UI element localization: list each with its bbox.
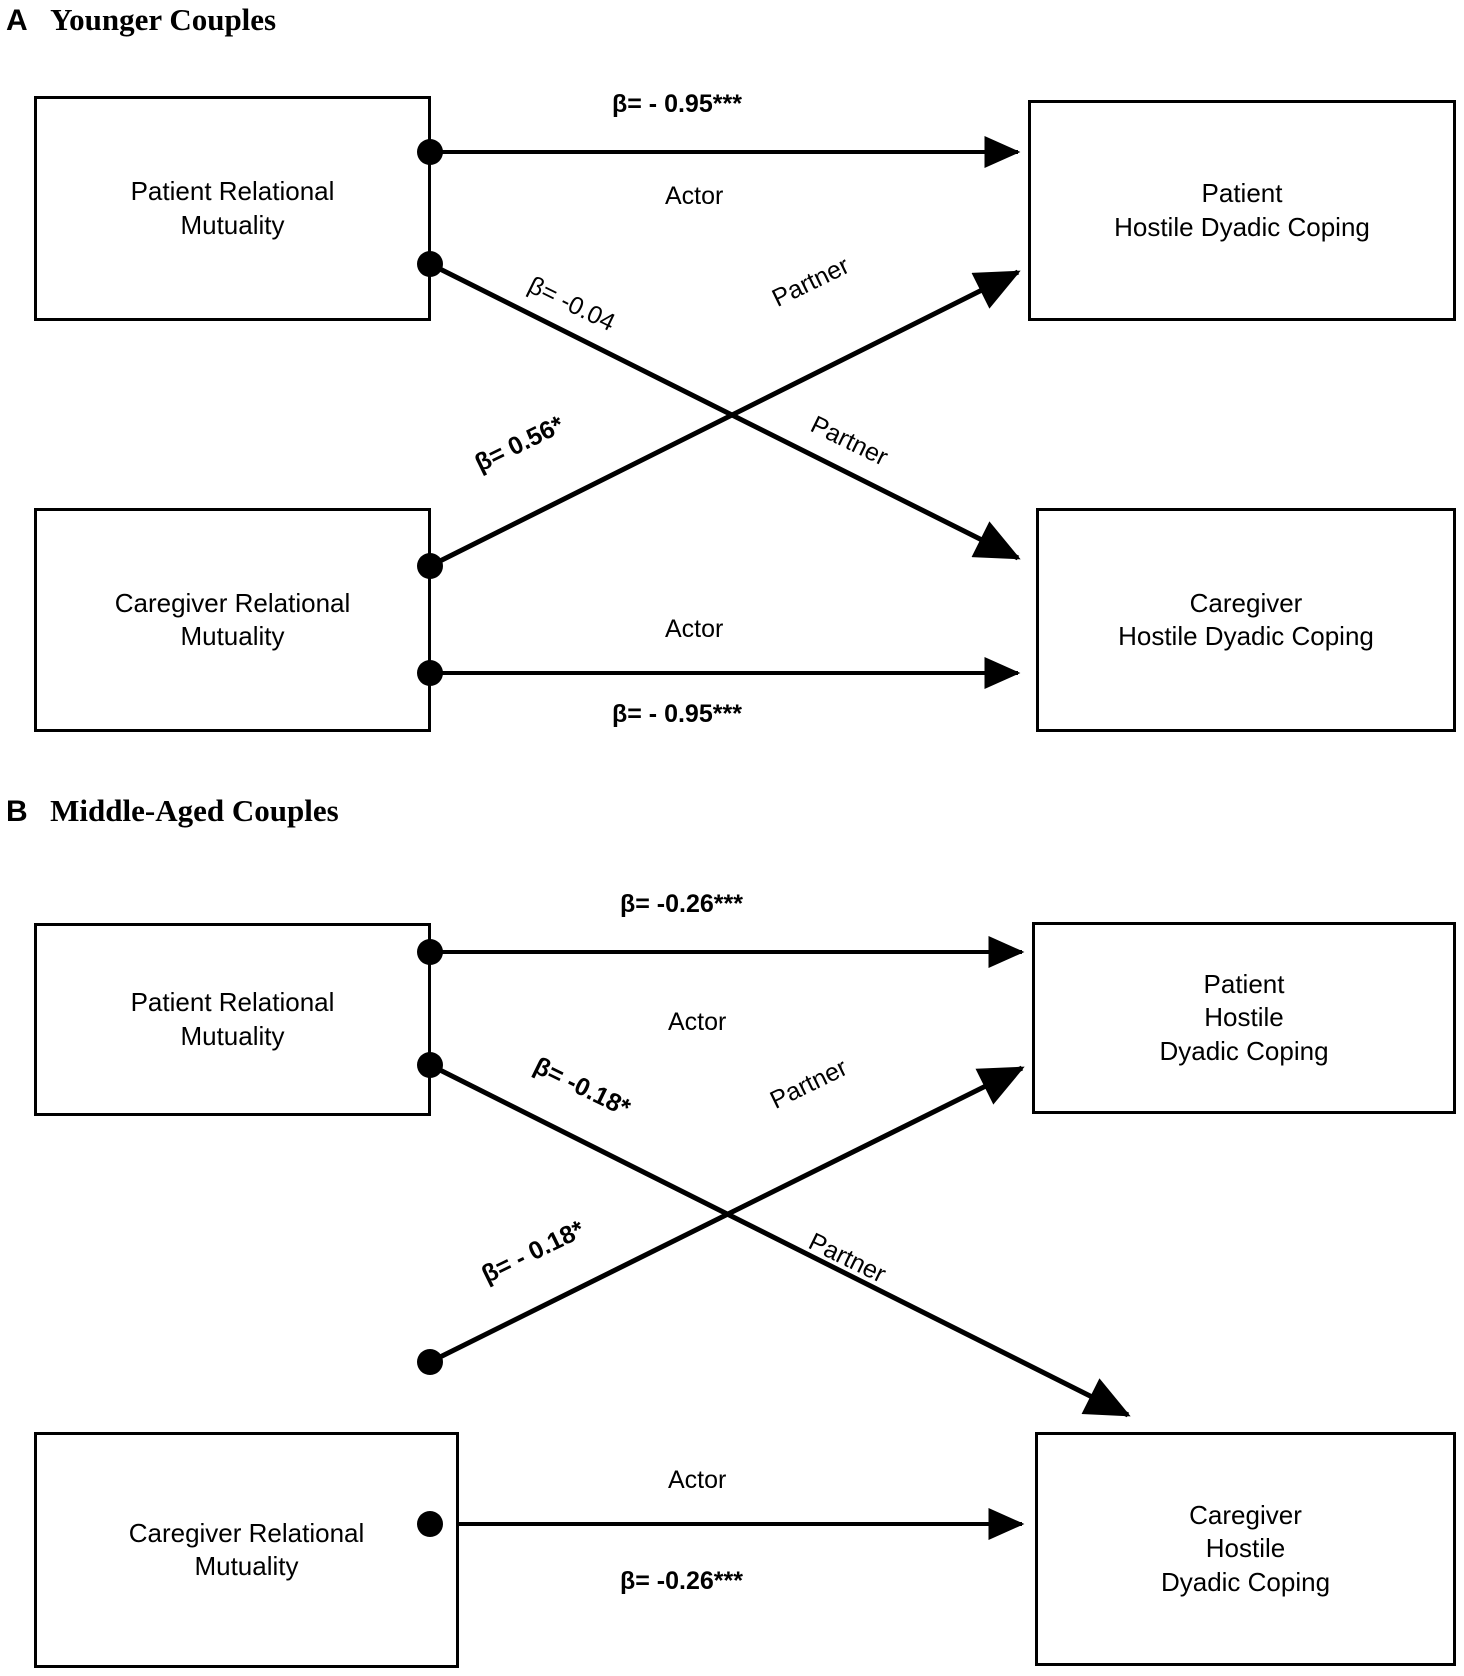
panel-a-node-dot-patient-partner [417, 251, 443, 277]
panel-a-caregiver-partner-coefficient: β= 0.56* [470, 410, 569, 478]
box-line: Patient Relational [130, 176, 335, 207]
box-label: Patient Hostile Dyadic Coping [1104, 177, 1380, 244]
box-line: Hostile [1204, 1002, 1284, 1033]
box-line: Mutuality [180, 621, 285, 651]
panel-a-node-dot-patient-actor [417, 139, 443, 165]
box-line: Dyadic Coping [1159, 1035, 1329, 1066]
box-label: Caregiver Relational Mutuality [119, 1517, 375, 1584]
panel-a-letter: A [6, 4, 29, 37]
box-label: Caregiver Hostile Dyadic Coping [1151, 1499, 1340, 1599]
panel-a-node-dot-caregiver-partner [417, 553, 443, 579]
panel-b-node-dot-patient-actor [417, 939, 443, 965]
box-line: Caregiver [1189, 1500, 1302, 1531]
panel-b-caregiver-partner-effect: Partner [804, 1227, 891, 1289]
panel-b-box-patient-hostile-dyadic-coping[interactable]: Patient Hostile Dyadic Coping [1032, 922, 1456, 1114]
panel-a-patient-actor-effect: Actor [665, 182, 724, 210]
box-line: Caregiver Relational [128, 1517, 365, 1548]
box-line: Patient [1203, 969, 1285, 1000]
panel-a-caregiver-partner-effect: Partner [806, 410, 893, 472]
panel-a-patient-actor-coefficient: β= - 0.95*** [612, 90, 742, 118]
box-line: Mutuality [180, 1020, 285, 1051]
panel-b-patient-partner-effect: Partner [765, 1053, 852, 1115]
panel-a-patient-partner-effect: Partner [767, 251, 854, 313]
panel-b-patient-partner-coefficient: β= -0.18* [529, 1051, 635, 1123]
panel-a-box-patient-hostile-dyadic-coping[interactable]: Patient Hostile Dyadic Coping [1028, 100, 1456, 321]
panel-b-node-dot-patient-partner [417, 1052, 443, 1078]
panel-b-box-patient-relational-mutuality[interactable]: Patient Relational Mutuality [34, 923, 431, 1116]
panel-b-box-caregiver-hostile-dyadic-coping[interactable]: Caregiver Hostile Dyadic Coping [1035, 1432, 1456, 1666]
panel-b-node-dot-caregiver-actor [417, 1511, 443, 1537]
box-line: Patient [1201, 178, 1283, 209]
box-line: Hostile Dyadic Coping [1118, 621, 1374, 651]
panel-a-patient-partner-coefficient: β= -0.04 [523, 271, 620, 338]
box-label: Patient Relational Mutuality [121, 986, 345, 1053]
panel-a-caregiver-actor-effect: Actor [665, 615, 724, 643]
panel-a-header: A Younger Couples [6, 2, 276, 38]
panel-b-letter: B [6, 795, 29, 828]
box-line: Mutuality [194, 1551, 299, 1581]
panel-b-caregiver-partner-coefficient: β= - 0.18* [477, 1215, 589, 1289]
box-line: Mutuality [180, 209, 285, 240]
panel-a-box-caregiver-relational-mutuality[interactable]: Caregiver Relational Mutuality [34, 508, 431, 732]
box-line: Patient Relational [130, 987, 335, 1018]
box-label: Caregiver Hostile Dyadic Coping [1108, 587, 1384, 654]
panel-a-caregiver-actor-coefficient: β= - 0.95*** [612, 700, 742, 728]
panel-b-caregiver-actor-coefficient: β= -0.26*** [620, 1567, 743, 1595]
panel-a-box-patient-relational-mutuality[interactable]: Patient Relational Mutuality [34, 96, 431, 321]
box-line: Dyadic Coping [1160, 1566, 1331, 1597]
box-line: Hostile Dyadic Coping [1114, 211, 1370, 242]
box-label: Patient Hostile Dyadic Coping [1149, 968, 1338, 1068]
panel-a-box-caregiver-hostile-dyadic-coping[interactable]: Caregiver Hostile Dyadic Coping [1036, 508, 1456, 732]
box-label: Patient Relational Mutuality [121, 175, 345, 242]
panel-a-title: Younger Couples [50, 2, 277, 37]
box-line: Caregiver [1189, 587, 1303, 618]
panel-b-box-caregiver-relational-mutuality[interactable]: Caregiver Relational Mutuality [34, 1432, 459, 1668]
box-line: Caregiver Relational [114, 587, 351, 618]
box-label: Caregiver Relational Mutuality [105, 587, 361, 654]
box-line: Hostile [1205, 1533, 1286, 1564]
panel-a-node-dot-caregiver-actor [417, 660, 443, 686]
panel-b-title: Middle-Aged Couples [50, 793, 339, 828]
panel-b-caregiver-actor-effect: Actor [668, 1466, 727, 1494]
panel-b-node-dot-caregiver-partner [417, 1349, 443, 1375]
panel-b-patient-actor-coefficient: β= -0.26*** [620, 890, 743, 918]
panel-b-patient-actor-effect: Actor [668, 1008, 727, 1036]
panel-b-header: B Middle-Aged Couples [6, 793, 339, 829]
